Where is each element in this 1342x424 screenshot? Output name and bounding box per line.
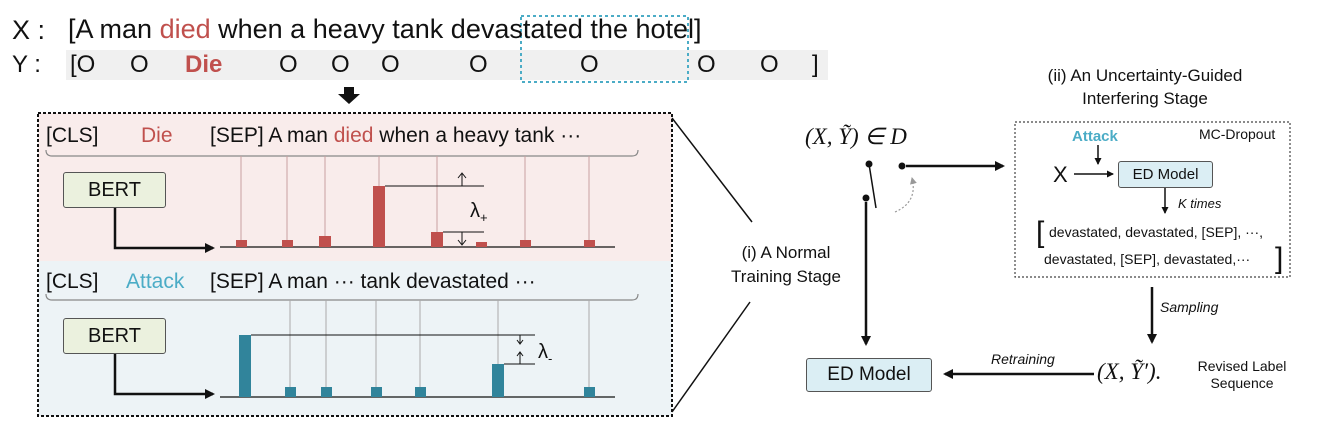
row2-token-lines — [289, 300, 590, 387]
label-token: O — [331, 51, 350, 78]
zoom-line-bottom — [671, 301, 751, 413]
label-token: O — [580, 51, 599, 78]
bert-arrow-row2 — [113, 354, 215, 399]
words-the-hotel: the hotel] — [590, 14, 702, 44]
xy-prime: (X, Ỹ′). — [1097, 359, 1162, 384]
lambda-plus-symbol: λ — [470, 200, 480, 222]
row1-sep-text: [SEP] A man — [210, 124, 328, 147]
revised-line1: Revised Label — [1197, 358, 1287, 374]
bar-r1-8 — [584, 240, 595, 247]
bar-r1-2 — [282, 240, 293, 247]
xy-in-d: (X, Ỹ) ∈ D — [805, 124, 907, 149]
sequence-line2: devastated, [SEP], devastated,··· — [1044, 251, 1251, 267]
label-token: O — [279, 51, 298, 78]
k-times-label: K times — [1178, 196, 1222, 211]
words-when-tank: when a heavy tank — [218, 14, 444, 44]
bar-r1-6 — [476, 242, 487, 247]
label-token: O — [130, 51, 149, 78]
retraining-label: Retraining — [991, 351, 1055, 367]
zoom-line-top — [671, 117, 753, 223]
label-token: [O — [70, 51, 96, 78]
stage1-title-line2: Training Stage — [731, 267, 841, 286]
row2-attack-label: Attack — [126, 270, 185, 293]
revised-label-sequence: Revised Label Sequence — [1192, 358, 1292, 392]
stage1-title-line1: (i) A Normal — [741, 243, 831, 262]
seq-open-bracket: [ — [1036, 216, 1045, 249]
label-token: O — [469, 51, 488, 78]
row2-cls: [CLS] — [46, 270, 99, 293]
bar-r1-1 — [236, 240, 247, 247]
label-token: O — [697, 51, 716, 78]
label-token-die: Die — [185, 51, 223, 78]
row1-sentence: [SEP] A man died when a heavy tank ··· — [210, 124, 581, 148]
stage2-title: (ii) An Uncertainty-Guided Interfering S… — [1027, 64, 1263, 110]
lambda-plus-label: λ+ — [470, 200, 488, 225]
bar-r1-die — [373, 186, 385, 247]
devastated-highlight — [520, 15, 689, 83]
word-a-man: [A man — [68, 14, 153, 44]
lambda-minus-label: λ- — [538, 341, 552, 366]
label-token: O — [760, 51, 779, 78]
stage1-title: (i) A Normal Training Stage — [706, 241, 866, 289]
word-died: died — [159, 14, 211, 44]
lambda-plus-marker — [385, 172, 484, 246]
ed-model-bottom: ED Model — [806, 358, 932, 392]
bar-r2-attack — [239, 335, 251, 397]
down-arrow-icon — [338, 87, 360, 104]
mc-dropout-label: MC-Dropout — [1199, 126, 1276, 142]
lambda-plus-sub: + — [480, 210, 488, 225]
bert-box-row2: BERT — [63, 318, 166, 354]
row1-cls: [CLS] — [46, 124, 99, 147]
row2-sentence: [SEP] A man ··· tank devastated ··· — [210, 270, 536, 293]
word-devastated: devastated — [450, 14, 583, 44]
lambda-minus-symbol: λ — [538, 341, 548, 363]
stage2-box — [1014, 121, 1291, 278]
bar-r1-7 — [520, 240, 531, 247]
sentence-x: [A man died when a heavy tank devastated… — [68, 14, 702, 45]
switch — [862, 160, 917, 213]
label-row-band — [66, 50, 828, 80]
row2-bars — [239, 335, 595, 397]
row1-brace — [45, 149, 639, 157]
lambda-minus-sub: - — [548, 351, 553, 366]
row2-brace — [45, 293, 639, 301]
attack-label: Attack — [1072, 128, 1118, 145]
bar-r2-7 — [584, 387, 595, 397]
lambda-minus-marker — [251, 334, 535, 365]
row1-bars — [236, 186, 595, 247]
bert-arrow-row1 — [113, 208, 215, 253]
stage2-title-line1: (ii) An Uncertainty-Guided — [1047, 66, 1243, 85]
bar-r2-3 — [321, 387, 332, 397]
bar-r1-3 — [319, 236, 331, 247]
label-token: O — [381, 51, 400, 78]
row1-rest: when a heavy tank ··· — [379, 124, 582, 147]
sequence-line1: devastated, devastated, [SEP], ···, — [1049, 224, 1263, 240]
y-row-label: Y : — [12, 51, 41, 78]
row1-die-label: Die — [141, 124, 173, 147]
bar-r1-5 — [431, 232, 443, 247]
label-token: ] — [812, 51, 819, 78]
x-input-label: X — [1053, 162, 1068, 187]
bar-r2-4 — [371, 387, 382, 397]
left-panel-border — [37, 112, 673, 417]
bert-box-row1: BERT — [63, 172, 166, 208]
revised-line2: Sequence — [1210, 375, 1274, 391]
x-row-label: X : — [12, 15, 46, 45]
bar-r2-devastated — [492, 364, 504, 397]
seq-close-bracket: ] — [1275, 242, 1284, 275]
row1-token-lines — [240, 156, 590, 240]
sampling-label: Sampling — [1160, 299, 1219, 315]
bar-r2-2 — [285, 387, 296, 397]
stage2-title-line2: Interfering Stage — [1082, 89, 1208, 108]
bar-r2-5 — [415, 387, 426, 397]
ed-model-inner: ED Model — [1118, 161, 1213, 188]
row1-died: died — [333, 124, 374, 147]
